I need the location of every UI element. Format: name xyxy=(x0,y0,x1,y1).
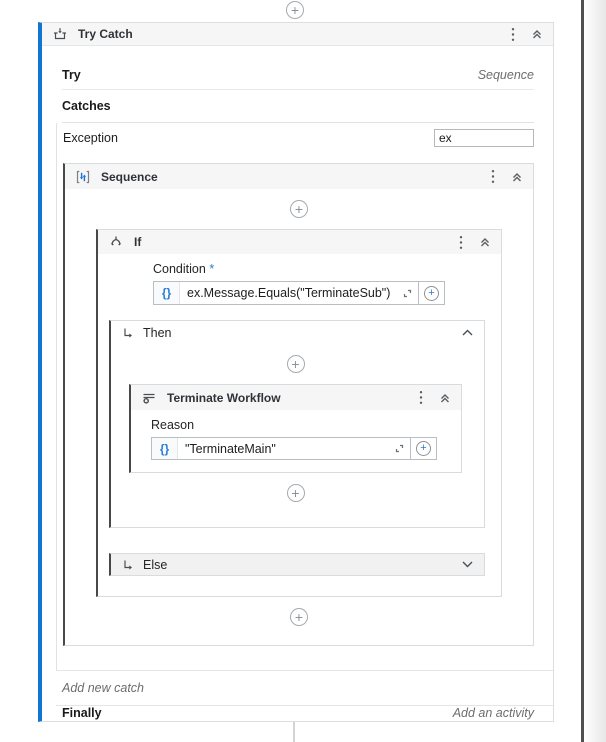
exception-label: Exception xyxy=(63,131,118,145)
then-body: + xyxy=(111,344,484,527)
expand-editor-icon[interactable] xyxy=(388,442,410,455)
add-activity-button[interactable]: + xyxy=(286,484,305,502)
if-header[interactable]: If xyxy=(98,230,501,254)
kebab-menu-icon[interactable] xyxy=(511,27,515,42)
try-catch-title: Try Catch xyxy=(78,27,133,41)
if-title: If xyxy=(134,235,142,249)
connector-line xyxy=(293,722,295,742)
finally-label: Finally xyxy=(62,706,102,720)
condition-expression-box[interactable]: {} ex.Message.Equals("TerminateSub") + xyxy=(153,281,445,305)
plus-button[interactable]: + xyxy=(418,282,444,304)
expression-braces-icon: {} xyxy=(152,438,178,459)
collapse-icon[interactable] xyxy=(531,28,543,40)
if-icon xyxy=(108,234,124,250)
condition-section: Condition * {} ex.Message.Equals("Termin… xyxy=(153,262,501,305)
exception-input[interactable] xyxy=(434,129,534,147)
reason-expression-box[interactable]: {} "TerminateMain" xyxy=(151,437,437,460)
then-label: Then xyxy=(143,325,172,340)
try-catch-header[interactable]: Try Catch xyxy=(42,23,553,46)
branch-arrow-icon xyxy=(121,558,135,572)
try-catch-activity: Try Catch Try Sequence Catches Exception xyxy=(38,22,554,722)
scrollbar[interactable] xyxy=(581,0,584,742)
if-activity: If xyxy=(96,229,502,597)
try-catch-icon xyxy=(52,26,68,42)
sequence-activity: Sequence + xyxy=(63,163,534,646)
terminate-workflow-icon xyxy=(141,390,157,406)
sequence-header[interactable]: Sequence xyxy=(65,164,533,189)
terminate-title: Terminate Workflow xyxy=(167,390,281,405)
collapse-icon[interactable] xyxy=(479,236,491,248)
condition-expression-text[interactable]: ex.Message.Equals("TerminateSub") xyxy=(187,286,391,300)
chevron-down-icon[interactable] xyxy=(461,560,474,569)
add-activity-button[interactable]: + xyxy=(290,200,308,218)
collapse-icon[interactable] xyxy=(439,392,451,404)
panel-shadow xyxy=(584,0,606,742)
sequence-title: Sequence xyxy=(101,169,158,184)
terminate-header[interactable]: Terminate Workflow xyxy=(131,385,461,410)
branch-arrow-icon xyxy=(121,326,135,340)
finally-section-row: Finally Add an activity xyxy=(62,706,534,720)
sequence-body: + xyxy=(65,189,533,645)
add-activity-button-top[interactable]: + xyxy=(286,1,304,19)
chevron-up-icon[interactable] xyxy=(461,328,474,337)
sequence-icon xyxy=(75,169,91,185)
expression-braces-icon: {} xyxy=(154,282,180,304)
else-branch-header[interactable]: Else xyxy=(109,553,485,576)
plus-button[interactable]: + xyxy=(410,438,436,459)
expand-editor-icon[interactable] xyxy=(396,287,418,300)
reason-label: Reason xyxy=(151,418,195,432)
try-catch-body: Try Sequence Catches Exception xyxy=(42,46,553,721)
exception-row: Exception xyxy=(63,129,534,147)
else-label: Else xyxy=(143,557,168,572)
terminate-workflow-activity: Terminate Workflow xyxy=(129,384,462,473)
finally-add-activity[interactable]: Add an activity xyxy=(452,706,534,720)
add-new-catch-label[interactable]: Add new catch xyxy=(62,681,144,695)
kebab-menu-icon[interactable] xyxy=(491,169,495,184)
kebab-menu-icon[interactable] xyxy=(459,235,463,250)
try-value[interactable]: Sequence xyxy=(477,68,534,82)
add-activity-button[interactable]: + xyxy=(286,355,305,373)
condition-label: Condition * xyxy=(153,262,215,276)
catch-item: Exception Sequence xyxy=(56,123,553,671)
catches-label: Catches xyxy=(62,99,111,113)
then-branch: Then + xyxy=(109,320,485,528)
if-body: Condition * {} ex.Message.Equals("Termin… xyxy=(98,254,501,596)
collapse-icon[interactable] xyxy=(511,171,523,183)
then-header[interactable]: Then xyxy=(111,321,484,344)
kebab-menu-icon[interactable] xyxy=(419,390,423,405)
try-section-row[interactable]: Try Sequence xyxy=(62,68,534,90)
reason-expression-text[interactable]: "TerminateMain" xyxy=(185,441,276,456)
required-marker: * xyxy=(209,262,215,276)
add-activity-button[interactable]: + xyxy=(290,608,308,626)
add-new-catch-row[interactable]: Add new catch xyxy=(56,671,553,706)
catches-section-row: Catches xyxy=(62,90,534,123)
try-label: Try xyxy=(62,68,81,82)
terminate-body: Reason {} "TerminateMain" xyxy=(131,410,461,472)
